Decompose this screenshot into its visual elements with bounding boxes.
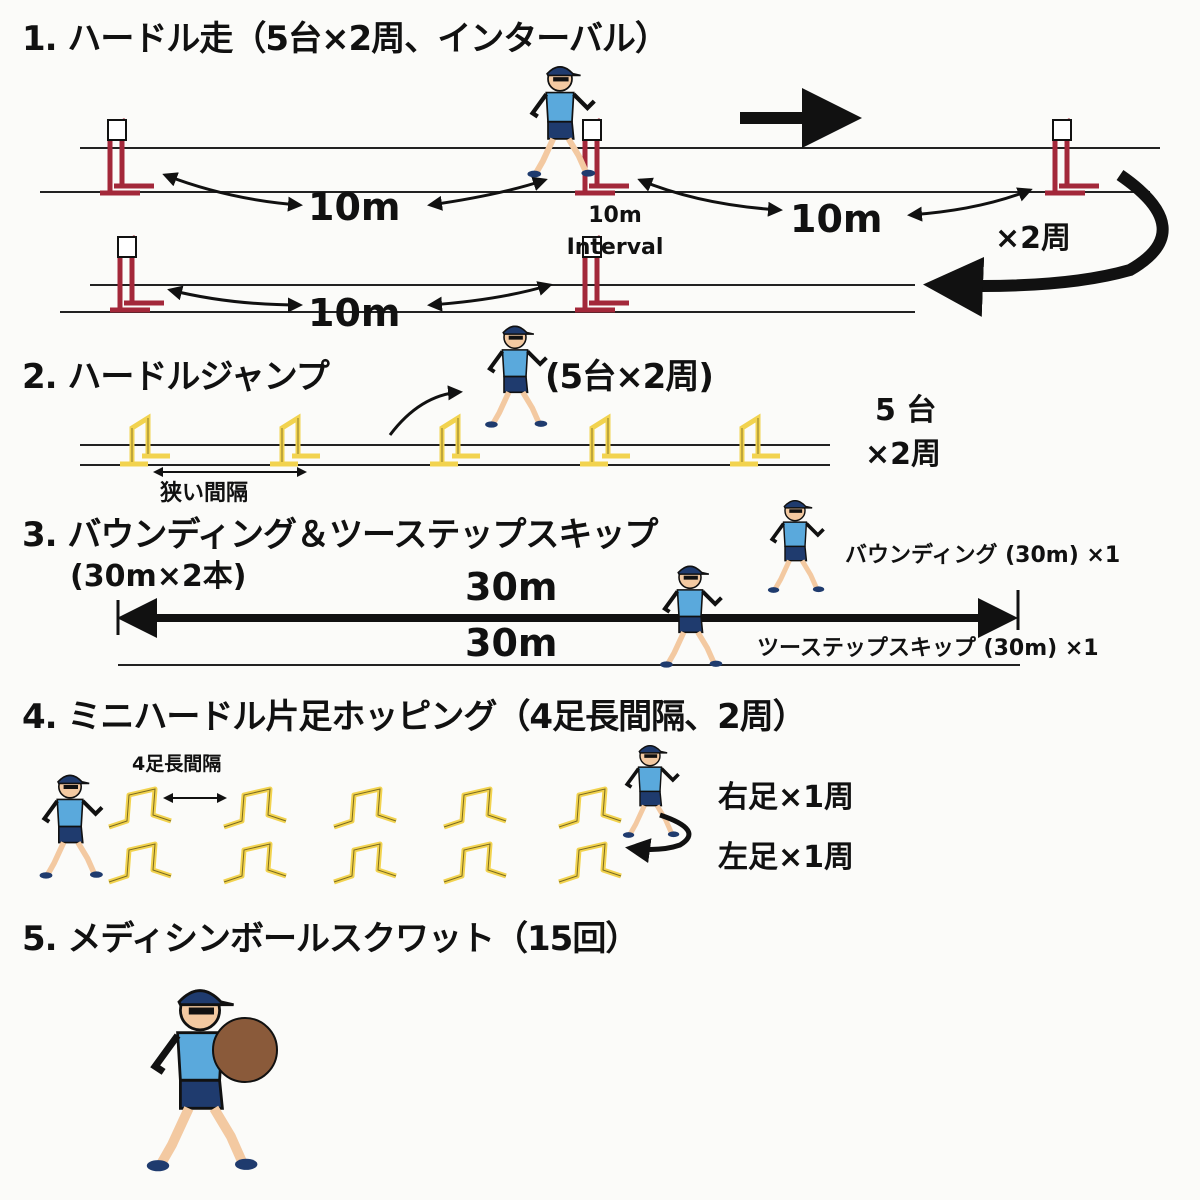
distance-label: 10m bbox=[308, 185, 401, 229]
section4-title: 4. ミニハードル片足ホッピング（4足長間隔、2周） bbox=[22, 697, 807, 737]
left-foot-label: 左足×1周 bbox=[718, 840, 855, 875]
jump-arrow bbox=[388, 385, 463, 436]
right-foot-label: 右足×1周 bbox=[718, 780, 855, 815]
yellow-hurdle bbox=[580, 418, 630, 464]
skip-label: ツーステップスキップ (30m) ×1 bbox=[757, 636, 1099, 661]
hopping-figure-turn bbox=[623, 746, 679, 838]
hopping-figure-start bbox=[40, 775, 103, 878]
bounding-figure bbox=[768, 501, 824, 593]
laps-label: ×2周 bbox=[995, 221, 1072, 256]
distance-bottom: 30m bbox=[465, 621, 558, 665]
yellow-hurdle bbox=[120, 418, 170, 464]
bounding-label: バウンディング (30m) ×1 bbox=[845, 543, 1121, 568]
section3-title: 3. バウンディング＆ツーステップスキップ bbox=[22, 515, 658, 555]
medicine-ball bbox=[212, 1017, 278, 1083]
red-hurdle bbox=[575, 120, 629, 193]
yellow-hurdle bbox=[430, 418, 480, 464]
section2-sets: (5台×2周) bbox=[545, 357, 714, 397]
turn-arrow bbox=[625, 812, 692, 864]
distance-label: 10m bbox=[308, 291, 401, 335]
lap-count: ×2周 bbox=[865, 437, 942, 472]
mini-hurdles bbox=[109, 789, 621, 882]
red-hurdle bbox=[1045, 120, 1099, 193]
distance-top: 30m bbox=[465, 565, 558, 609]
yellow-hurdle bbox=[730, 418, 780, 464]
distance-arrows bbox=[162, 172, 1033, 313]
section1-title: 1. ハードル走（5台×2周、インターバル） bbox=[22, 19, 669, 59]
interval-distance: 10m bbox=[588, 203, 642, 228]
distance-label: 10m bbox=[790, 197, 883, 241]
red-hurdle bbox=[110, 237, 164, 310]
red-hurdle bbox=[100, 120, 154, 193]
hurdle-count: 5 台 bbox=[875, 393, 937, 428]
section2-title: 2. ハードルジャンプ bbox=[22, 357, 330, 397]
interval-label: Interval bbox=[566, 235, 664, 260]
spacing-label: 4足長間隔 bbox=[132, 753, 222, 775]
yellow-hurdle bbox=[270, 418, 320, 464]
spacing-label: 狭い間隔 bbox=[160, 481, 249, 506]
section5-title: 5. メディシンボールスクワット（15回） bbox=[22, 919, 639, 959]
return-arrow bbox=[923, 170, 1169, 317]
jumper-figure bbox=[485, 326, 547, 427]
section3-sets: (30m×2本) bbox=[70, 559, 247, 594]
